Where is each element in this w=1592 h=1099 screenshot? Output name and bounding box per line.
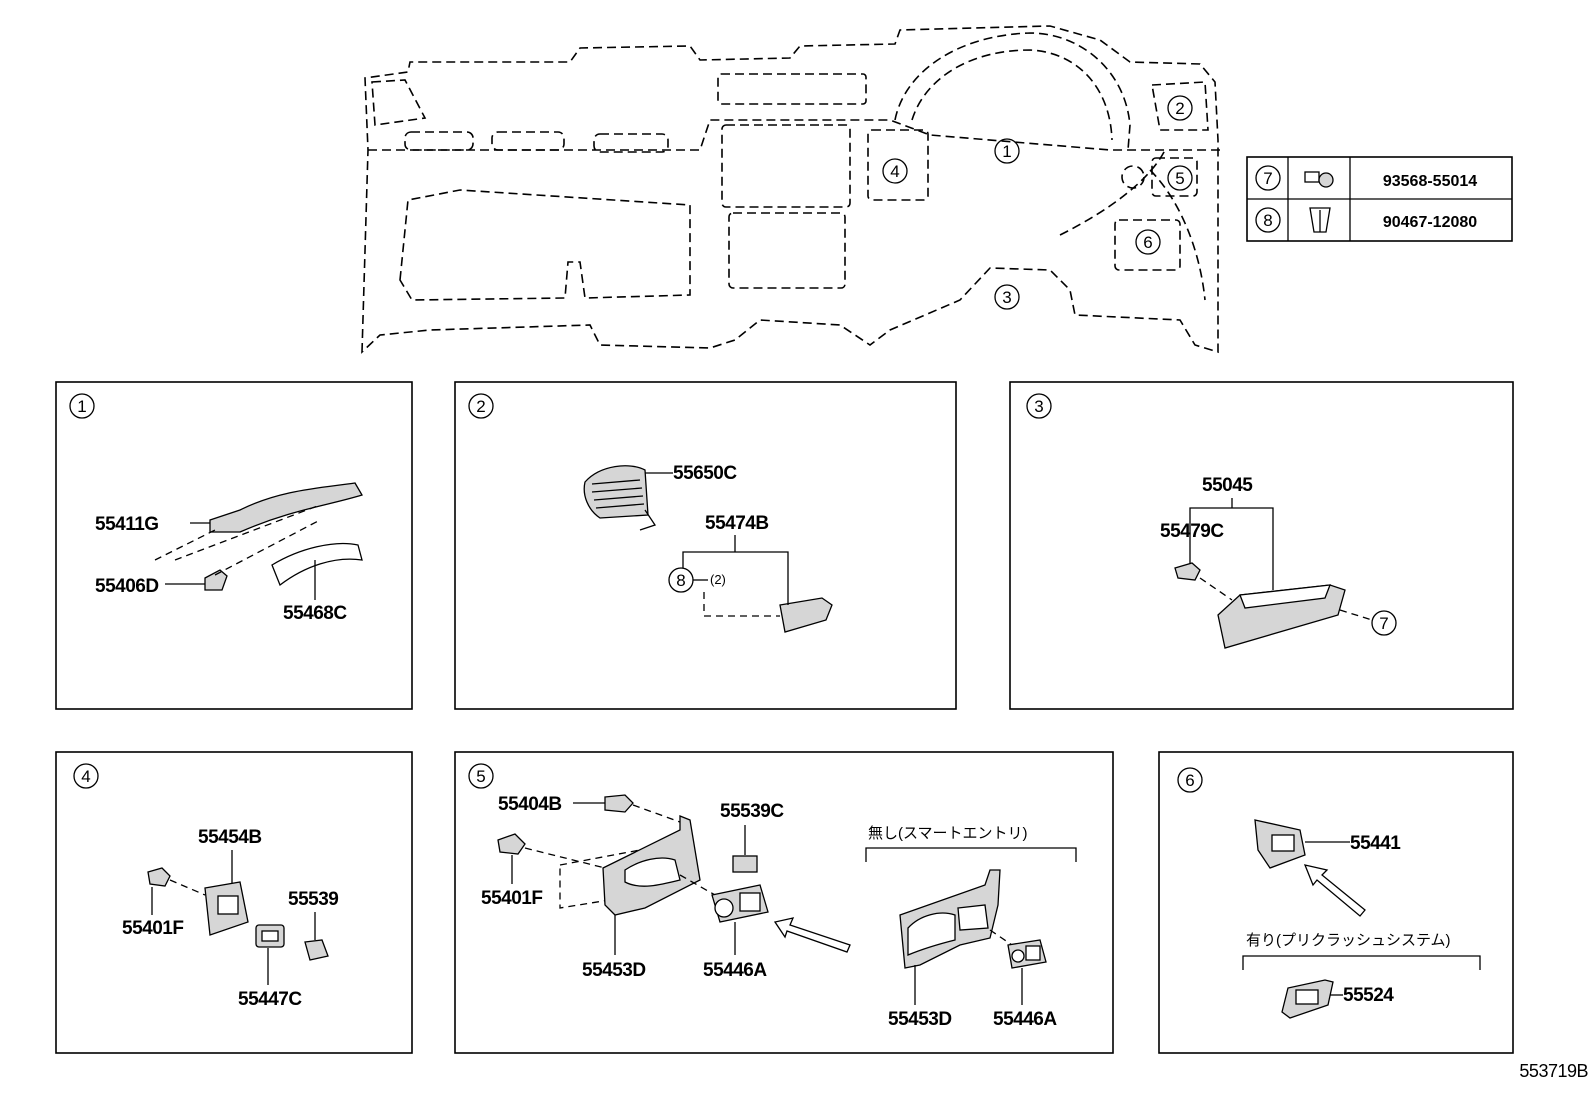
parts-table-row-7: 7 93568-55014 xyxy=(1255,165,1477,191)
svg-text:90467-12080: 90467-12080 xyxy=(1383,214,1477,231)
svg-text:5: 5 xyxy=(1175,169,1184,188)
svg-text:6: 6 xyxy=(1143,233,1152,252)
arrow-icon xyxy=(1303,864,1366,917)
svg-text:55411G: 55411G xyxy=(95,514,159,535)
side-cover-part xyxy=(779,597,833,633)
dashboard-overview: 1 2 3 4 5 6 xyxy=(361,25,1220,354)
arrow-icon xyxy=(773,917,851,953)
svg-text:8: 8 xyxy=(1263,211,1272,230)
svg-text:1: 1 xyxy=(1002,142,1011,161)
svg-text:55404B: 55404B xyxy=(498,794,562,815)
svg-text:有り(プリクラッシュシステム): 有り(プリクラッシュシステム) xyxy=(1246,932,1451,949)
arc-trim-part xyxy=(271,542,363,587)
svg-text:55446A: 55446A xyxy=(703,960,767,981)
overview-callout-6: 6 xyxy=(1135,229,1161,255)
panel-1: 1 55411G 55406D 55468C xyxy=(55,381,413,710)
svg-text:7: 7 xyxy=(1379,614,1388,633)
panel-4: 4 55454B 55401F 55447C 55539 xyxy=(55,751,413,1054)
side-vent-part xyxy=(583,465,657,531)
svg-text:3: 3 xyxy=(1002,288,1011,307)
svg-text:55446A: 55446A xyxy=(993,1009,1057,1030)
clip-part xyxy=(1174,562,1201,581)
svg-text:55474B: 55474B xyxy=(705,513,769,534)
svg-text:8: 8 xyxy=(676,571,685,590)
switch-panel-variant-part xyxy=(1007,939,1047,969)
panel-5: 5 55404B 55539C 55401F 55453D 55446A xyxy=(454,751,1114,1054)
upper-garnish-part xyxy=(209,482,363,533)
svg-text:55479C: 55479C xyxy=(1160,521,1224,542)
svg-text:55401F: 55401F xyxy=(481,888,542,909)
clip-part xyxy=(604,794,634,813)
panel-6: 6 55441 有り(プリクラッシュシステム) 55524 xyxy=(1158,751,1514,1054)
svg-text:6: 6 xyxy=(1185,771,1194,790)
svg-text:4: 4 xyxy=(81,767,90,786)
svg-text:55453D: 55453D xyxy=(888,1009,952,1030)
svg-text:93568-55014: 93568-55014 xyxy=(1383,173,1477,190)
overview-callout-3: 3 xyxy=(994,284,1020,310)
svg-text:1: 1 xyxy=(77,397,86,416)
clip-part xyxy=(497,833,526,855)
svg-text:55524: 55524 xyxy=(1343,985,1394,1006)
svg-text:55468C: 55468C xyxy=(283,603,347,624)
svg-text:55453D: 55453D xyxy=(582,960,646,981)
switch-part xyxy=(732,855,758,873)
panel-2: 2 55650C 55474B 8 (2) xyxy=(454,381,957,710)
parts-table: 7 93568-55014 8 90467-12080 xyxy=(1246,156,1513,242)
svg-text:55406D: 55406D xyxy=(95,576,159,597)
svg-text:7: 7 xyxy=(1263,169,1272,188)
switch-base-part xyxy=(1281,979,1334,1019)
panel-3: 3 55045 55479C 7 xyxy=(1009,381,1514,710)
svg-text:55650C: 55650C xyxy=(673,463,737,484)
svg-text:3: 3 xyxy=(1034,397,1043,416)
figure-id: 553719B xyxy=(1519,1061,1588,1081)
svg-text:55401F: 55401F xyxy=(122,918,183,939)
bolt-icon xyxy=(1304,171,1334,188)
svg-text:55045: 55045 xyxy=(1202,475,1253,496)
clip-icon xyxy=(1309,207,1331,233)
svg-text:2: 2 xyxy=(1175,99,1184,118)
svg-text:4: 4 xyxy=(890,162,899,181)
svg-text:5: 5 xyxy=(476,767,485,786)
svg-text:55539C: 55539C xyxy=(720,801,784,822)
svg-text:55539: 55539 xyxy=(288,889,338,910)
overview-callout-2: 2 xyxy=(1167,95,1193,121)
overview-callout-5: 5 xyxy=(1167,165,1193,191)
svg-text:(2): (2) xyxy=(710,572,726,587)
svg-text:55454B: 55454B xyxy=(198,827,262,848)
clip-part xyxy=(204,569,228,591)
overview-callout-1: 1 xyxy=(994,138,1020,164)
svg-text:55441: 55441 xyxy=(1350,833,1401,854)
svg-text:55447C: 55447C xyxy=(238,989,302,1010)
svg-text:2: 2 xyxy=(476,397,485,416)
switch-panel-part xyxy=(711,884,769,923)
switch-holder-part xyxy=(1254,819,1306,869)
overview-callout-4: 4 xyxy=(882,158,908,184)
switch-hole-cover-part xyxy=(304,939,329,961)
parts-table-row-8: 8 90467-12080 xyxy=(1255,207,1477,233)
svg-text:無し(スマートエントリ): 無し(スマートエントリ) xyxy=(868,825,1028,842)
clip-part xyxy=(147,867,171,887)
